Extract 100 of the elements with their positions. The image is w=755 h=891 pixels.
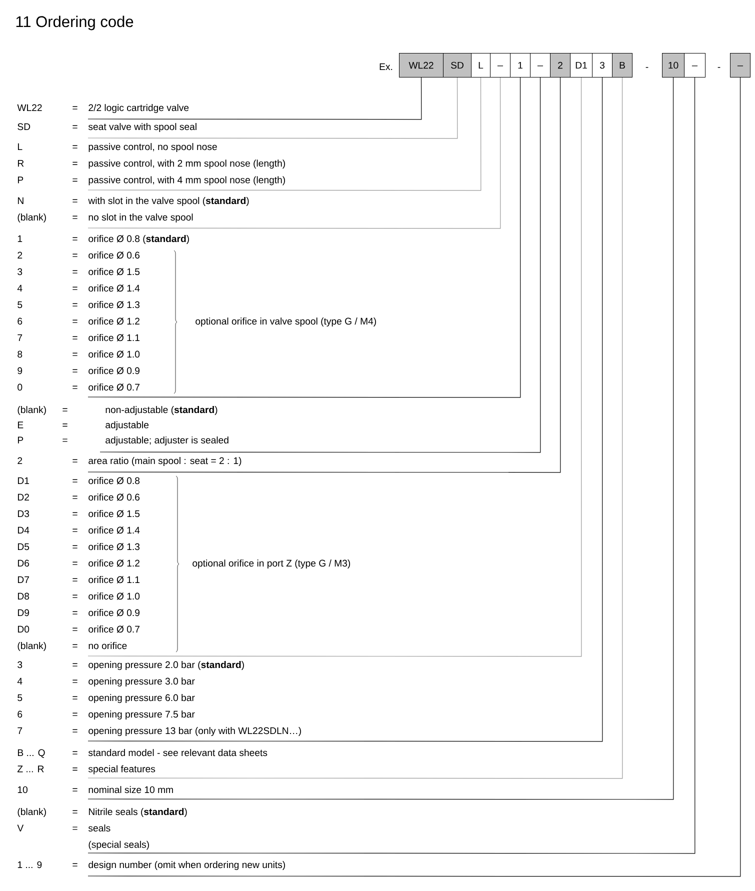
option-code: 9 — [18, 367, 22, 374]
equals-sign: = — [72, 768, 78, 771]
equals-sign: = — [72, 386, 78, 389]
option-description: orifice Ø 0.7 — [88, 626, 140, 633]
equals-sign: = — [72, 628, 78, 631]
option-description: orifice Ø 1.4 — [88, 526, 140, 534]
option-code: 5 — [18, 301, 22, 308]
equals-sign: = — [72, 696, 78, 700]
option-description: orifice Ø 0.9 — [88, 609, 140, 616]
option-description: seat valve with spool seal — [88, 123, 196, 132]
option-description: orifice Ø 1.0 — [88, 592, 140, 600]
option-description: opening pressure 2.0 bar (standard) — [88, 661, 244, 670]
option-description: orifice Ø 1.2 — [88, 560, 140, 567]
option-code: 4 — [17, 284, 22, 292]
equals-sign: = — [72, 512, 78, 516]
option-description: orifice Ø 0.6 — [88, 494, 140, 501]
equals-sign: = — [72, 254, 78, 257]
code-box: _ — [530, 53, 550, 78]
option-code: 6 — [18, 318, 22, 325]
equals-sign: = — [62, 438, 68, 442]
equals-sign: = — [72, 680, 78, 683]
leader-line — [88, 77, 582, 657]
option-description: seals — [88, 824, 110, 832]
option-code: 4 — [17, 678, 22, 684]
option-code: D0 — [18, 626, 30, 633]
equals-sign: = — [72, 237, 78, 240]
option-description: special features — [88, 765, 156, 774]
code-box: B — [612, 53, 632, 78]
equals-sign: = — [62, 408, 68, 412]
option-description: orifice Ø 0.7 — [88, 384, 140, 391]
option-code: D1 — [18, 477, 29, 484]
option-description: opening pressure 13 bar (only with WL22SDLN…) — [88, 727, 301, 736]
equals-sign: = — [72, 826, 78, 830]
option-code: L — [18, 143, 22, 150]
option-description: adjustable; adjuster is sealed — [106, 436, 228, 446]
option-code: SD — [18, 123, 30, 130]
option-code: P — [18, 436, 24, 444]
option-code: 0 — [18, 384, 22, 391]
equals-sign: = — [72, 320, 78, 323]
equals-sign: = — [72, 788, 78, 792]
option-code: D8 — [18, 592, 30, 600]
equals-sign: = — [72, 270, 78, 274]
option-description: orifice Ø 1.5 — [88, 268, 140, 276]
equals-sign: = — [72, 594, 78, 598]
option-code: 7 — [18, 727, 22, 734]
equals-sign: = — [72, 336, 78, 340]
code-box: SD — [443, 53, 472, 78]
option-code: 3 — [18, 661, 22, 668]
equals-sign: = — [72, 352, 78, 356]
option-code: B ... Q — [18, 749, 45, 758]
equals-sign: = — [72, 562, 78, 565]
equals-sign: = — [72, 545, 78, 548]
brace-note: optional orifice in port Z (type G / M3) — [192, 560, 350, 568]
equals-sign: = — [72, 479, 78, 482]
option-description: orifice Ø 1.1 — [88, 334, 140, 342]
leader-line — [88, 77, 521, 398]
option-description: area ratio (main spool : seat = 2 : 1) — [88, 457, 242, 466]
code-box: 1 — [510, 53, 530, 78]
equals-sign: = — [72, 286, 78, 290]
equals-sign: = — [72, 178, 78, 182]
equals-sign: = — [72, 729, 78, 732]
option-code: 8 — [18, 350, 22, 358]
option-code: 1 — [18, 235, 22, 242]
option-code: 1 ... 9 — [18, 861, 42, 868]
equals-sign: = — [72, 863, 78, 866]
option-description: orifice Ø 1.0 — [88, 350, 140, 358]
option-code: 3 — [18, 268, 22, 276]
code-box: D1 — [570, 53, 592, 78]
option-code: D2 — [18, 494, 29, 500]
equals-sign: = — [72, 663, 78, 666]
option-description: adjustable — [106, 421, 149, 430]
code-box: L — [471, 53, 490, 78]
option-description: orifice Ø 1.3 — [88, 543, 140, 550]
option-code: D6 — [18, 560, 30, 567]
option-code: 5 — [18, 694, 22, 702]
equals-sign: = — [72, 162, 78, 165]
option-code: 2 — [18, 252, 22, 258]
option-description: passive control, with 2 mm spool nose (length) — [88, 160, 285, 169]
code-label: - — [718, 67, 720, 68]
option-code: V — [17, 824, 24, 832]
option-code: 10 — [18, 786, 28, 794]
option-description: Nitrile seals (standard) — [88, 808, 187, 817]
option-code: D4 — [18, 526, 30, 534]
leader-line — [88, 77, 501, 229]
option-code: WL22 — [17, 104, 42, 111]
option-code: N — [18, 197, 24, 204]
option-code: R — [18, 160, 24, 167]
option-description: no orifice — [88, 642, 127, 650]
equals-sign: = — [72, 216, 78, 219]
equals-sign: = — [72, 145, 78, 148]
option-code: (blank) — [18, 406, 46, 415]
option-code: (blank) — [18, 214, 46, 222]
option-description: orifice Ø 1.1 — [88, 576, 140, 584]
leader-line — [88, 77, 422, 120]
code-box: _ — [684, 53, 706, 78]
option-description: orifice Ø 1.2 — [88, 318, 140, 325]
option-description: orifice Ø 0.8 — [88, 477, 140, 484]
equals-sign: = — [62, 424, 68, 427]
option-description: nominal size 10 mm — [88, 786, 173, 794]
section-title: 11 Ordering code — [16, 16, 134, 30]
